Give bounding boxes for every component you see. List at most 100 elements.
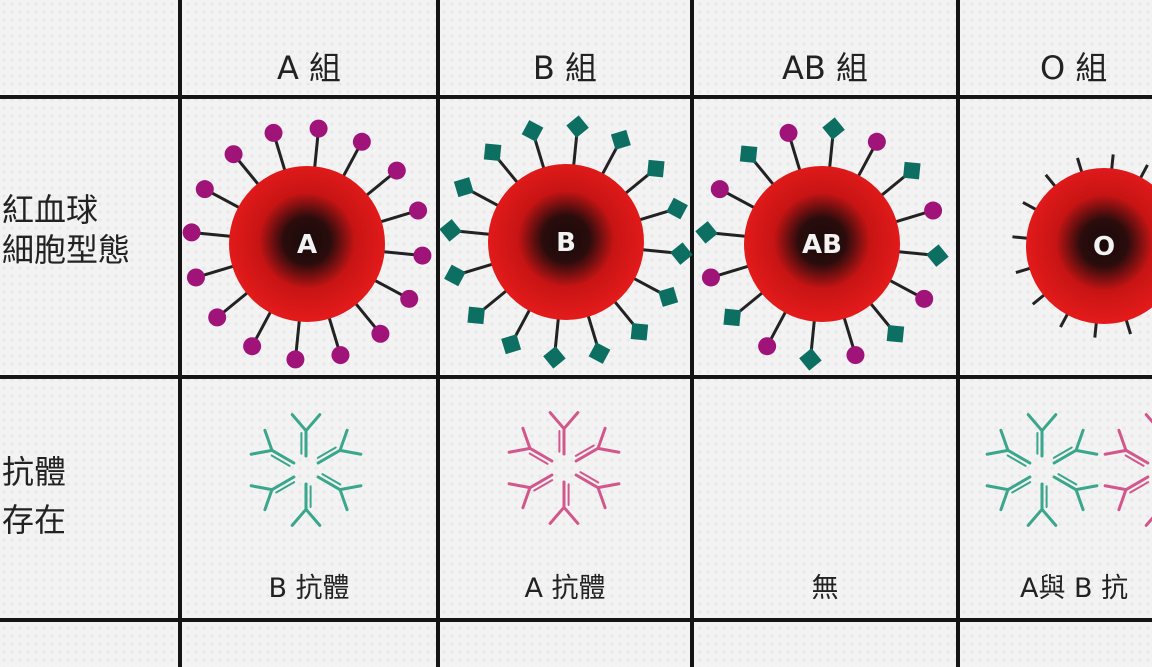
grid-line-vertical xyxy=(690,0,694,667)
red-blood-cell-ab: AB xyxy=(695,117,949,371)
antigen-stem xyxy=(641,248,674,255)
square-antigen-icon xyxy=(666,197,688,220)
antibody-icon xyxy=(316,428,363,465)
antibody-icon xyxy=(1052,473,1099,512)
antigen-stem xyxy=(1012,235,1029,240)
circle-antigen-icon xyxy=(371,324,390,343)
antibody-icon xyxy=(985,475,1032,512)
antibody-icon xyxy=(1026,413,1058,458)
square-antigen-icon xyxy=(799,348,822,371)
antigen-stem xyxy=(327,316,340,348)
antigen-stem xyxy=(868,301,892,329)
square-antigen-icon xyxy=(444,264,466,287)
cell-body xyxy=(229,166,385,322)
square-antigen-icon xyxy=(521,120,544,142)
square-antigen-icon xyxy=(467,306,485,325)
antigen-stem xyxy=(481,288,509,312)
antibody-icon xyxy=(316,473,363,512)
header-group-ab: AB 組 xyxy=(781,49,869,87)
antigen-stem xyxy=(1110,154,1115,171)
square-antigen-icon xyxy=(501,334,522,355)
square-antigen-icon xyxy=(630,323,649,341)
circle-antigen-icon xyxy=(387,161,406,180)
caption-group-ab: 無 xyxy=(811,573,839,604)
cell-letter: O xyxy=(1093,232,1115,262)
circle-antigen-icon xyxy=(867,132,886,151)
antibody-icon xyxy=(548,411,580,456)
antibody-icon xyxy=(1103,475,1150,512)
antigen-stem xyxy=(752,159,776,187)
antigen-stem xyxy=(470,189,500,208)
circle-antigen-icon xyxy=(409,201,428,220)
circle-antigen-icon xyxy=(331,346,350,365)
square-antigen-icon xyxy=(588,342,611,364)
antibody-icon xyxy=(574,426,621,463)
antigen-stem xyxy=(1031,292,1047,306)
antigen-stem xyxy=(203,264,235,277)
pink-antibody-icon xyxy=(507,411,621,525)
antigen-stem xyxy=(623,172,651,196)
circle-antigen-icon xyxy=(243,337,262,356)
antigen-stem xyxy=(718,264,750,277)
circle-antigen-icon xyxy=(264,123,283,142)
antigen-stem xyxy=(533,138,546,170)
antigen-stem xyxy=(379,211,411,224)
square-antigen-icon xyxy=(886,325,905,343)
antigen-stem xyxy=(612,299,636,327)
grid-line-vertical xyxy=(956,0,960,667)
cell-letter: A xyxy=(297,230,317,260)
antigen-stem xyxy=(373,278,403,297)
antigen-stem xyxy=(1093,321,1098,338)
square-antigen-icon xyxy=(695,221,718,244)
antigen-stem xyxy=(714,231,747,238)
antibody-icon xyxy=(290,413,322,458)
grid-line-horizontal xyxy=(0,618,1152,622)
antigen-stem xyxy=(828,136,835,169)
row-label-rbc: 紅血球 細胞型態 xyxy=(2,190,130,270)
antigen-stem xyxy=(1076,157,1084,174)
antibody-icon xyxy=(249,428,296,467)
antibody-icon xyxy=(574,471,621,510)
circle-antigen-icon xyxy=(352,132,371,151)
antigen-stem xyxy=(364,174,392,198)
antigen-stem xyxy=(353,301,377,329)
square-antigen-icon xyxy=(439,219,462,242)
antibody-icon xyxy=(507,426,554,465)
teal-antibody-icon xyxy=(249,413,363,527)
antibody-icon xyxy=(548,480,580,525)
antibody-icon xyxy=(249,475,296,512)
antigen-stem xyxy=(199,231,232,238)
antigen-stem xyxy=(879,174,907,198)
square-antigen-icon xyxy=(647,159,665,178)
caption-group-a: B 抗體 xyxy=(268,573,350,604)
antigen-stem xyxy=(572,134,579,167)
antigen-stem xyxy=(1124,318,1132,335)
antigen-stem xyxy=(274,140,287,172)
antibody-icon xyxy=(1144,516,1152,527)
antibody-icon xyxy=(1052,428,1099,465)
antigen-stem xyxy=(222,290,250,314)
antigen-stem xyxy=(254,310,273,340)
antigen-stem xyxy=(211,191,241,210)
square-antigen-icon xyxy=(566,115,589,138)
antigen-stem xyxy=(496,157,520,185)
antigen-stem xyxy=(888,278,918,297)
antibody-icon xyxy=(1103,428,1150,467)
pink-antibody-icon xyxy=(1103,413,1152,527)
grid-line-horizontal xyxy=(0,375,1152,379)
circle-antigen-icon xyxy=(182,223,201,242)
circle-antigen-icon xyxy=(779,123,798,142)
antigen-stem xyxy=(638,209,670,222)
cell-letter: AB xyxy=(802,230,842,260)
antibody-icon xyxy=(290,482,322,527)
circle-antigen-icon xyxy=(195,180,214,199)
circle-antigen-icon xyxy=(413,246,432,265)
red-blood-cell-b: B xyxy=(439,115,693,369)
square-antigen-icon xyxy=(723,308,741,327)
antigen-stem xyxy=(726,191,756,210)
antigen-stem xyxy=(1138,164,1149,180)
antigen-stem xyxy=(1015,266,1032,274)
circle-antigen-icon xyxy=(915,289,934,308)
square-antigen-icon xyxy=(610,129,631,150)
